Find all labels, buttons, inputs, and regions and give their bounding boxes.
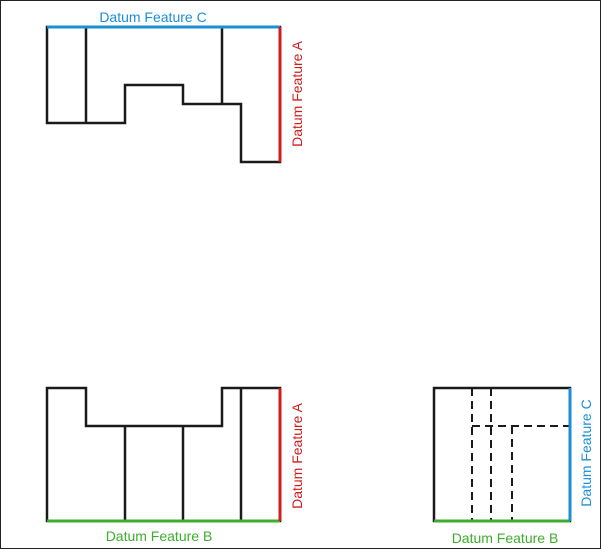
side-view-datum-c-label: Datum Feature C (578, 399, 594, 506)
front-view-datum-a-label: Datum Feature A (289, 402, 305, 508)
front-view-outline (45, 386, 282, 523)
front-view: Datum Feature B Datum Feature A (45, 386, 305, 544)
top-view-datum-a-label: Datum Feature A (289, 40, 305, 146)
side-view-datum-b-label: Datum Feature B (452, 530, 559, 546)
side-view: Datum Feature B Datum Feature C (432, 386, 594, 546)
side-view-outline (432, 386, 572, 523)
top-view-outline (45, 25, 282, 164)
top-view-datum-c-label: Datum Feature C (99, 9, 206, 25)
front-view-datum-b-label: Datum Feature B (106, 528, 213, 544)
top-view: Datum Feature C Datum Feature A (45, 9, 305, 164)
